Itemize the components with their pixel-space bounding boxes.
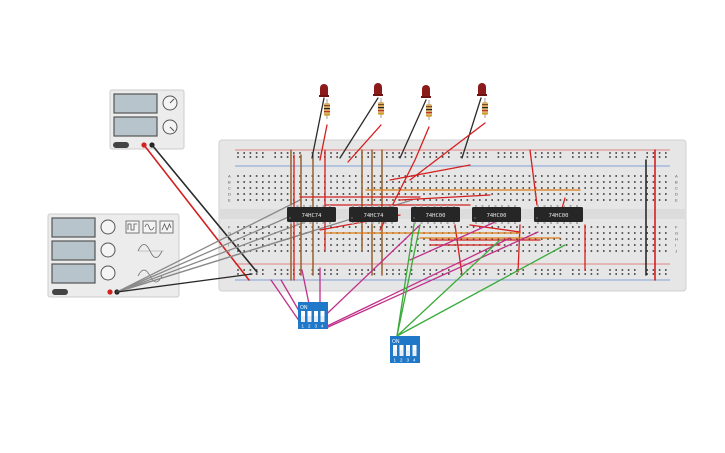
row-letter: C [228, 186, 231, 191]
dip-lever[interactable] [399, 345, 404, 356]
dip-on-label: ON [392, 339, 400, 345]
amplitude-display [51, 240, 96, 261]
generator-positive-terminal[interactable] [107, 289, 113, 295]
dip-lever[interactable] [314, 311, 318, 322]
dip-number: 3 [315, 324, 318, 329]
dip-lever[interactable] [412, 345, 417, 356]
row-letter: G [675, 231, 678, 236]
row-letter: E [675, 198, 678, 203]
resistor[interactable] [426, 100, 432, 120]
row-letter: C [675, 186, 678, 191]
row-letter: B [675, 180, 678, 185]
row-letter: J [675, 249, 677, 254]
row-letter: H [675, 237, 678, 242]
amplitude-knob[interactable] [100, 242, 116, 258]
sine-wave-button[interactable] [142, 220, 157, 234]
row-letter: A [675, 174, 678, 179]
generator-power-toggle[interactable] [52, 289, 68, 295]
row-letter: G [228, 231, 231, 236]
frequency-knob[interactable] [100, 219, 116, 235]
chip-label: 74HC74 [364, 213, 385, 219]
row-letter: I [675, 243, 676, 248]
ic-chip[interactable]: 74HC00 [534, 205, 583, 224]
chip-label: 74HC00 [487, 213, 507, 219]
ic-chip[interactable]: 74HC00 [411, 205, 460, 224]
dip-lever[interactable] [406, 345, 410, 356]
row-letter: B [228, 180, 231, 185]
row-letter: I [228, 243, 229, 248]
ic-chip[interactable]: 74HC74 [349, 205, 398, 224]
dip-number: 4 [413, 358, 416, 363]
dip-number: 3 [407, 358, 410, 363]
ic-chip[interactable]: 74HC00 [472, 205, 521, 224]
chip-label: 74HC74 [302, 213, 323, 219]
row-letter: E [228, 198, 231, 203]
dip-lever[interactable] [320, 311, 325, 322]
dip-lever[interactable] [393, 345, 397, 356]
voltage-display [113, 93, 158, 114]
dip-number: 4 [321, 324, 324, 329]
row-letter: F [675, 225, 678, 230]
row-letter: A [228, 174, 231, 179]
resistor[interactable] [324, 99, 330, 119]
ic-chips[interactable]: 74HC74 74HC74 74HC00 74HC00 74HC00 [287, 205, 583, 224]
dip-number: 2 [308, 324, 311, 329]
ic-chip[interactable]: 74HC74 [287, 205, 336, 224]
dip-number: 1 [394, 358, 397, 363]
offset-knob[interactable] [100, 265, 116, 281]
power-supply-small[interactable] [109, 89, 185, 150]
function-generator[interactable] [47, 213, 180, 298]
chip-label: 74HC00 [549, 213, 569, 219]
frequency-display [51, 217, 96, 238]
chip-label: 74HC00 [426, 213, 446, 219]
led-red[interactable] [373, 83, 383, 96]
dip-number: 1 [302, 324, 305, 329]
row-letter: D [675, 192, 678, 197]
led-red[interactable] [421, 85, 431, 98]
dip-lever[interactable] [301, 311, 305, 322]
row-letter: J [228, 249, 230, 254]
power-toggle[interactable] [113, 142, 129, 148]
offset-display [51, 263, 96, 284]
dip-lever[interactable] [307, 311, 312, 322]
row-letter: D [228, 192, 231, 197]
dip-on-label: ON [300, 305, 308, 311]
dip-number: 2 [400, 358, 403, 363]
led-red[interactable] [319, 84, 329, 97]
current-display [113, 116, 158, 137]
row-letter: F [228, 225, 231, 230]
resistor[interactable] [482, 98, 488, 118]
led-group[interactable] [319, 83, 488, 120]
led-red[interactable] [477, 83, 487, 96]
resistor[interactable] [378, 98, 384, 118]
